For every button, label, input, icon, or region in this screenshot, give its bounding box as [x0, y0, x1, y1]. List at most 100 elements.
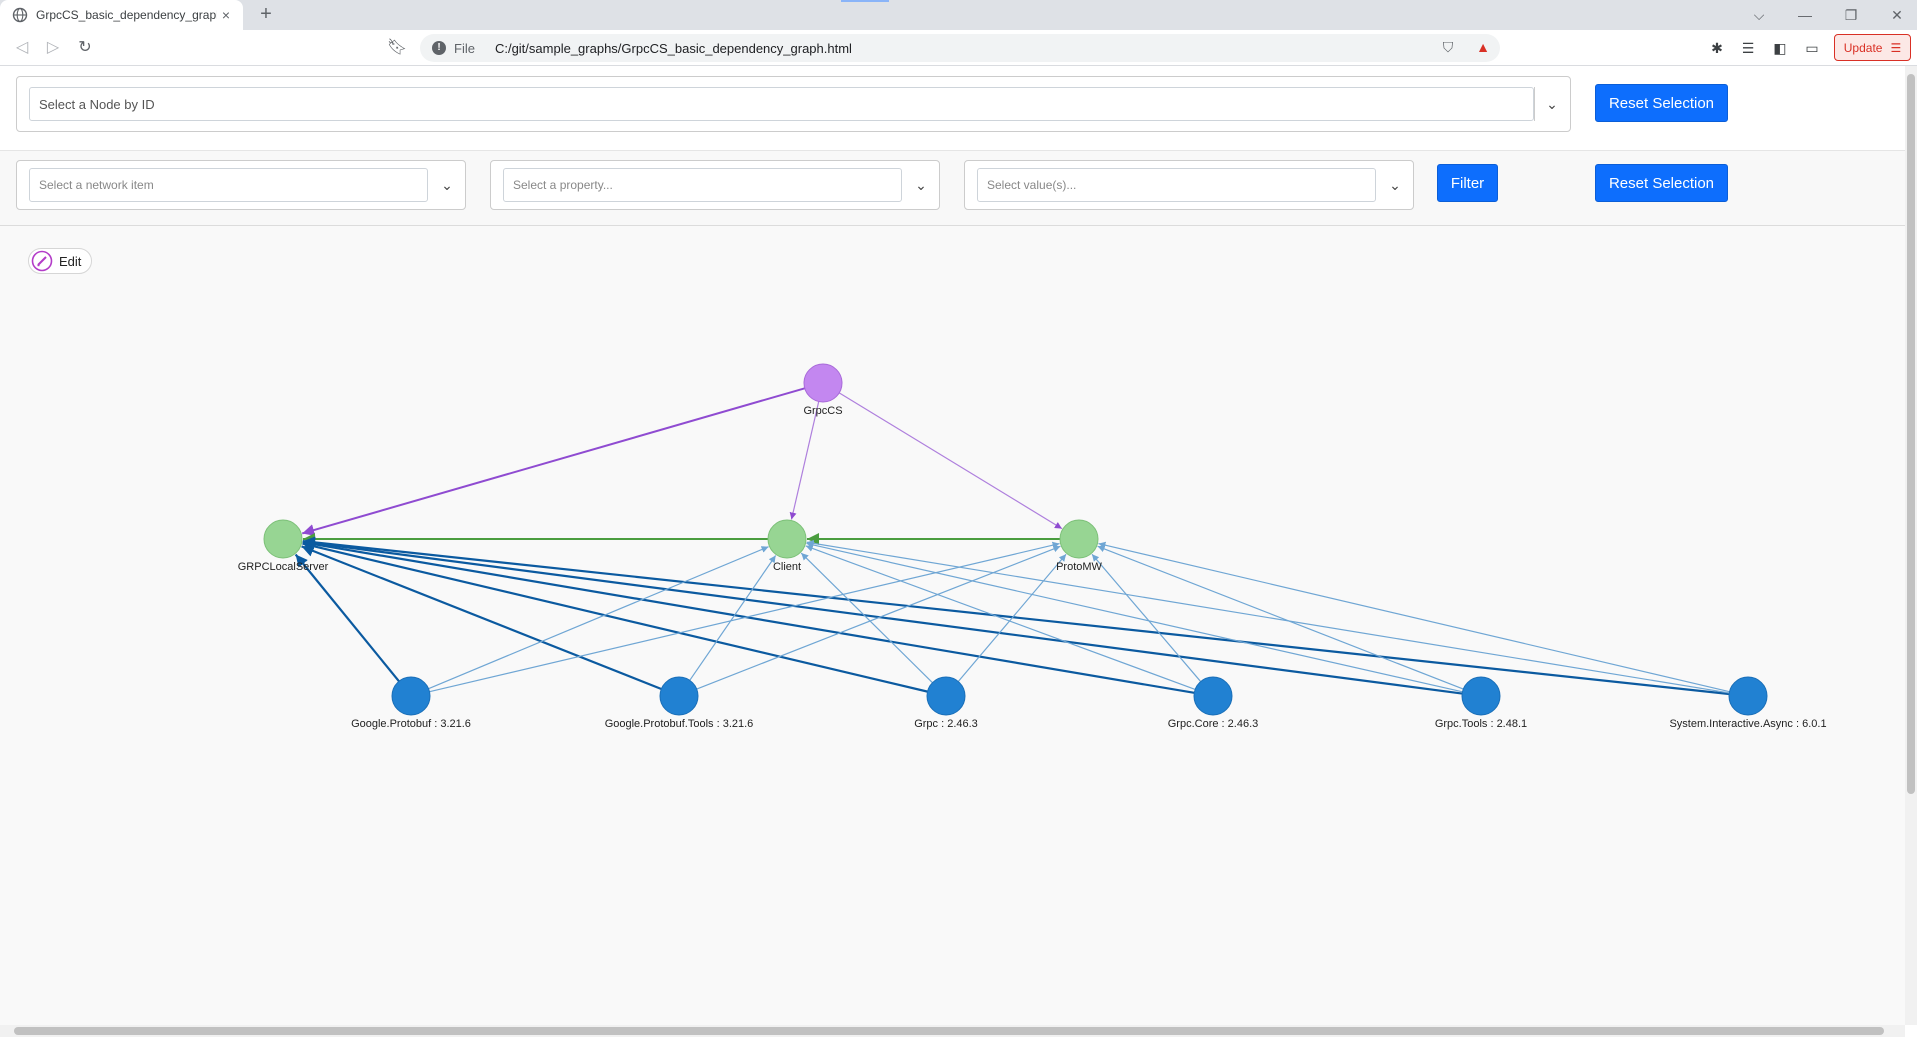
edge-interactive-async-to-protomw[interactable]: [1098, 541, 1730, 693]
graph-node-circle[interactable]: [263, 519, 303, 559]
reset-selection-button[interactable]: Reset Selection: [1595, 84, 1728, 122]
tab-strip-indicator: [841, 0, 889, 2]
value-select[interactable]: Select value(s)...: [977, 168, 1376, 202]
edge-protobuf-tools-to-grpclocalserver[interactable]: [301, 545, 662, 691]
pencil-icon: [31, 250, 53, 272]
wallet-icon[interactable]: ▭: [1805, 40, 1819, 56]
edit-button[interactable]: Edit: [28, 248, 92, 274]
chevron-down-icon[interactable]: ⌄: [441, 176, 453, 193]
extensions-icon[interactable]: ✱: [1711, 40, 1723, 56]
graph-node-circle[interactable]: [659, 676, 699, 716]
chevron-down-icon[interactable]: ⌄: [915, 176, 927, 193]
edge-grpccs-to-client[interactable]: [789, 401, 820, 520]
node-select-input[interactable]: Select a Node by ID: [29, 87, 1534, 121]
graph-node-label: GRPCLocalServer: [238, 561, 329, 573]
horizontal-scroll-thumb[interactable]: [14, 1027, 1884, 1035]
edge-grpc-to-protomw[interactable]: [957, 553, 1067, 682]
graph-node-circle[interactable]: [803, 363, 843, 403]
forward-icon[interactable]: ▷: [46, 39, 60, 56]
graph-node-circle[interactable]: [1461, 676, 1501, 716]
edge-grpc-core-to-grpclocalserver[interactable]: [302, 538, 1195, 694]
info-icon[interactable]: !: [432, 41, 446, 55]
edge-protobuf-tools-to-protomw[interactable]: [696, 545, 1061, 690]
graph-node-client[interactable]: Client: [767, 519, 807, 573]
filter-label: Filter: [1450, 174, 1485, 192]
back-icon[interactable]: ◁: [15, 39, 29, 56]
edge-grpc-tools-to-protomw[interactable]: [1097, 545, 1464, 690]
edge-protobuf-to-protomw[interactable]: [429, 541, 1060, 693]
tab-close-icon[interactable]: ×: [221, 7, 231, 23]
graph-node-grpccs[interactable]: GrpcCS: [803, 363, 843, 417]
graph-node-circle[interactable]: [391, 676, 431, 716]
page: Select a Node by ID ⌄ Reset Selection Se…: [0, 66, 1905, 1025]
edge-protobuf-tools-to-client[interactable]: [689, 555, 777, 681]
edge-grpc-to-client[interactable]: [800, 552, 933, 684]
close-window-icon[interactable]: ✕: [1891, 7, 1903, 23]
chevron-down-icon[interactable]: ⌄: [1389, 176, 1401, 193]
restore-icon[interactable]: ❐: [1844, 7, 1858, 23]
graph-node-circle[interactable]: [767, 519, 807, 559]
edge-protobuf-to-client[interactable]: [428, 546, 769, 690]
graph-node-grpc-core[interactable]: Grpc.Core : 2.46.3: [1168, 676, 1259, 730]
browser-tab[interactable]: GrpcCS_basic_dependency_graph ×: [0, 0, 243, 30]
node-select-placeholder: Select a Node by ID: [39, 96, 155, 112]
edge-grpccs-to-grpclocalserver[interactable]: [301, 387, 806, 536]
property-select-container: Select a property... ⌄: [490, 160, 940, 210]
graph-node-circle[interactable]: [926, 676, 966, 716]
tab-search-icon[interactable]: ⌵: [1753, 7, 1765, 23]
node-select-container: Select a Node by ID ⌄: [16, 76, 1571, 132]
nodes-layer: GrpcCS GRPCLocalServer Client ProtoMW Google…: [238, 363, 1827, 730]
shield-icon[interactable]: ⛉: [1442, 39, 1454, 55]
graph-node-label: Grpc.Core : 2.46.3: [1168, 718, 1259, 730]
edge-grpccs-to-protomw[interactable]: [838, 392, 1063, 530]
address-scheme: File: [454, 40, 475, 56]
graph-node-circle[interactable]: [1728, 676, 1768, 716]
address-bar[interactable]: ! File C:/git/sample_graphs/GrpcCS_basic…: [420, 34, 1500, 62]
edge-grpc-to-grpclocalserver[interactable]: [302, 540, 928, 693]
rewards-icon[interactable]: ▲: [1476, 39, 1490, 55]
dependency-graph[interactable]: GrpcCS GRPCLocalServer Client ProtoMW Google…: [0, 226, 1905, 1025]
edge-grpc-core-to-client[interactable]: [805, 545, 1196, 690]
tab-strip: GrpcCS_basic_dependency_graph × + ⌵ — ❐ …: [0, 0, 1917, 30]
edit-label: Edit: [59, 253, 82, 269]
graph-node-circle[interactable]: [1059, 519, 1099, 559]
bookmark-icon[interactable]: 🔖︎: [386, 39, 408, 56]
chevron-down-icon[interactable]: ⌄: [1546, 95, 1558, 112]
reset-selection-label: Reset Selection: [1608, 94, 1715, 112]
browser-toolbar: ◁ ▷ ↻ 🔖︎ ! File C:/git/sample_graphs/Grp…: [0, 30, 1917, 66]
sidebar-icon[interactable]: ◧: [1773, 40, 1787, 56]
playlist-icon[interactable]: ☰: [1741, 40, 1755, 56]
filter-button[interactable]: Filter: [1437, 164, 1498, 202]
minimize-icon[interactable]: —: [1798, 7, 1812, 23]
vertical-scrollbar[interactable]: [1905, 66, 1917, 1025]
new-tab-button[interactable]: +: [260, 3, 272, 25]
graph-node-protobuf[interactable]: Google.Protobuf : 3.21.6: [351, 676, 471, 730]
edge-grpc-tools-to-grpclocalserver[interactable]: [302, 537, 1463, 695]
node-select-separator: [1534, 87, 1535, 121]
network-canvas[interactable]: GrpcCS GRPCLocalServer Client ProtoMW Google…: [0, 226, 1905, 1025]
edge-grpc-core-to-protomw[interactable]: [1091, 553, 1202, 682]
network-item-select[interactable]: Select a network item: [29, 168, 428, 202]
reset-filter-label: Reset Selection: [1608, 174, 1715, 192]
graph-node-grpclocalserver[interactable]: GRPCLocalServer: [238, 519, 329, 573]
graph-node-protobuf-tools[interactable]: Google.Protobuf.Tools : 3.21.6: [605, 676, 754, 730]
graph-node-protomw[interactable]: ProtoMW: [1056, 519, 1103, 573]
graph-node-grpc-tools[interactable]: Grpc.Tools : 2.48.1: [1435, 676, 1527, 730]
globe-icon: [12, 7, 28, 23]
horizontal-scrollbar[interactable]: [0, 1025, 1905, 1037]
value-select-container: Select value(s)... ⌄: [964, 160, 1414, 210]
graph-node-circle[interactable]: [1193, 676, 1233, 716]
edge-interactive-async-to-grpclocalserver[interactable]: [302, 536, 1730, 696]
graph-node-label: Grpc : 2.46.3: [914, 718, 978, 730]
edge-protobuf-to-grpclocalserver[interactable]: [294, 553, 400, 682]
graph-node-grpc[interactable]: Grpc : 2.46.3: [914, 676, 978, 730]
graph-node-label: Google.Protobuf : 3.21.6: [351, 718, 471, 730]
graph-node-interactive-async[interactable]: System.Interactive.Async : 6.0.1: [1669, 676, 1827, 730]
reset-filter-button[interactable]: Reset Selection: [1595, 164, 1728, 202]
reload-icon[interactable]: ↻: [78, 39, 92, 56]
edge-interactive-async-to-client[interactable]: [806, 539, 1730, 694]
vertical-scroll-thumb[interactable]: [1907, 74, 1915, 794]
update-button[interactable]: Update ☰: [1834, 34, 1911, 61]
edge-grpc-tools-to-client[interactable]: [806, 541, 1463, 693]
property-select[interactable]: Select a property...: [503, 168, 902, 202]
